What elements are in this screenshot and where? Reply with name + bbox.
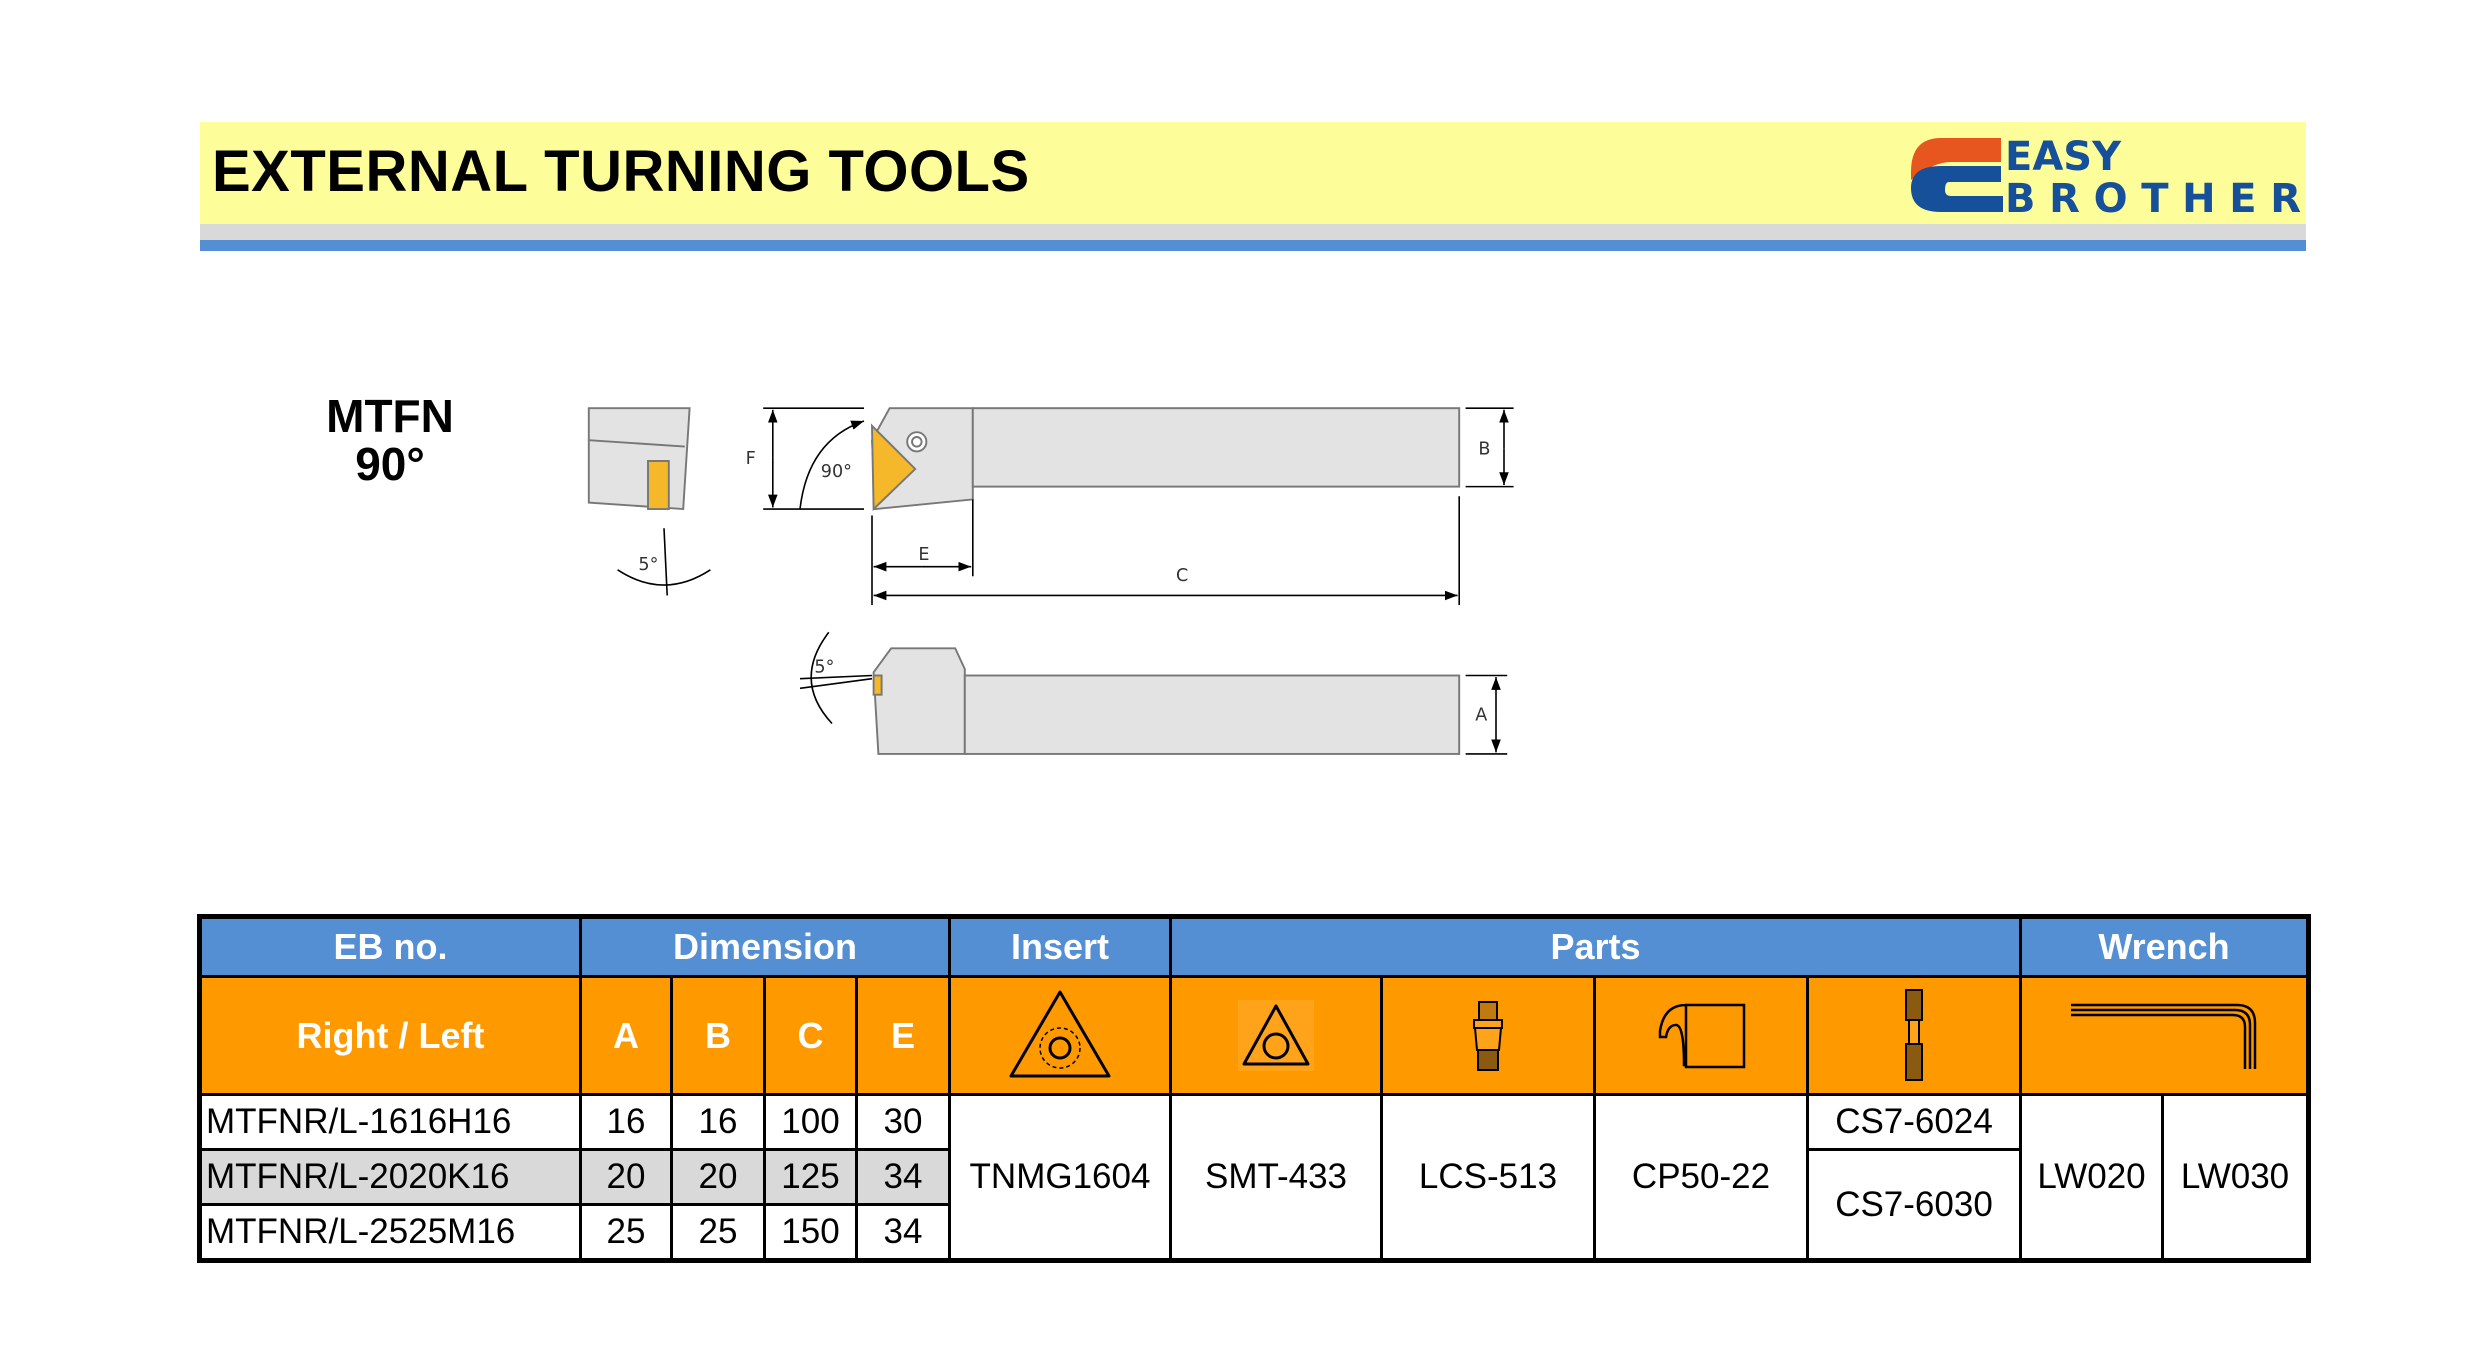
header-parts: Parts <box>1169 915 2022 978</box>
svg-text:EASY: EASY <box>2005 134 2122 180</box>
clamp-value: CP50-22 <box>1593 1093 1809 1262</box>
header-eb-no: EB no. <box>198 915 582 978</box>
row-1-a: 16 <box>579 1093 673 1151</box>
row-3-b: 25 <box>670 1203 766 1262</box>
shim-screw-icon <box>1806 975 2022 1096</box>
row-1-b: 16 <box>670 1093 766 1151</box>
dim-label-f: F <box>746 449 756 469</box>
header-dimension: Dimension <box>579 915 951 978</box>
header-wrench: Wrench <box>2019 915 2310 978</box>
angle-label-5-front: 5° <box>814 657 834 677</box>
dim-label-e: E <box>918 545 929 565</box>
page-title: EXTERNAL TURNING TOOLS <box>212 139 1030 204</box>
easy-brother-logo: EASY BROTHER <box>1911 134 2301 218</box>
spec-table: EB no. Dimension Insert Parts Wrench Rig… <box>197 914 2311 1263</box>
header-divider-blue <box>200 240 2306 251</box>
clamp-icon <box>1593 975 1809 1096</box>
shim-icon <box>1169 975 1383 1096</box>
row-1-c: 100 <box>763 1093 858 1151</box>
header-insert: Insert <box>948 915 1172 978</box>
row-1-e: 30 <box>855 1093 951 1151</box>
header-a: A <box>579 975 673 1096</box>
model-angle: 90° <box>355 438 425 490</box>
svg-text:BROTHER: BROTHER <box>2005 176 2301 218</box>
side-view-head <box>587 407 691 511</box>
row-3-c: 150 <box>763 1203 858 1262</box>
row-3-e: 34 <box>855 1203 951 1262</box>
angle-label-90: 90° <box>821 462 852 482</box>
header-right-left: Right / Left <box>198 975 582 1096</box>
row-1-code: MTFNR/L-1616H16 <box>198 1093 582 1151</box>
model-label: MTFN 90° <box>290 392 490 488</box>
row-3-a: 25 <box>579 1203 673 1262</box>
row-3-code: MTFNR/L-2525M16 <box>198 1203 582 1262</box>
shim-screw-value-2: CS7-6030 <box>1806 1148 2022 1262</box>
header-c: C <box>763 975 858 1096</box>
wrench-value-1: LW020 <box>2019 1093 2164 1262</box>
header-e: E <box>855 975 951 1096</box>
row-2-a: 20 <box>579 1148 673 1206</box>
wrench-value-2: LW030 <box>2161 1093 2310 1262</box>
dim-label-c: C <box>1176 566 1188 586</box>
row-2-b: 20 <box>670 1148 766 1206</box>
row-2-e: 34 <box>855 1148 951 1206</box>
shim-value: SMT-433 <box>1169 1093 1383 1262</box>
row-2-c: 125 <box>763 1148 858 1206</box>
front-view-head <box>872 647 966 755</box>
lock-screw-icon <box>1380 975 1596 1096</box>
header-b: B <box>670 975 766 1096</box>
front-view-shank <box>963 674 1461 755</box>
insert-value: TNMG1604 <box>948 1093 1172 1262</box>
header-divider-gray <box>200 224 2306 240</box>
angle-label-5-side: 5° <box>638 555 658 575</box>
shim-screw-value-1: CS7-6024 <box>1806 1093 2022 1151</box>
top-view-shank <box>971 407 1461 488</box>
hex-wrench-icon <box>2019 975 2310 1096</box>
row-2-code: MTFNR/L-2020K16 <box>198 1148 582 1206</box>
dim-label-b: B <box>1478 440 1490 460</box>
dim-label-a: A <box>1475 705 1487 725</box>
lock-screw-value: LCS-513 <box>1380 1093 1596 1262</box>
model-name: MTFN <box>326 390 454 442</box>
insert-triangle-icon <box>948 975 1172 1096</box>
